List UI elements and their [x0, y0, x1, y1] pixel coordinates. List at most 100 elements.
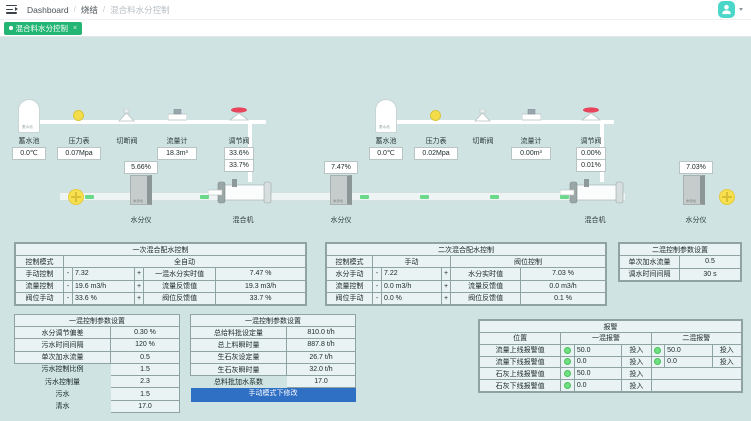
- table-row: 污水控制比例 1.5: [15, 362, 180, 377]
- user-menu[interactable]: [718, 1, 743, 18]
- primary-plus-0[interactable]: +: [133, 267, 145, 281]
- secondary-minus-2[interactable]: -: [372, 291, 382, 306]
- primary-minus-1[interactable]: -: [63, 279, 73, 293]
- breadcrumb-item-current: 混合料水分控制: [110, 4, 170, 15]
- pp-left-label-1: 污水时间间隔: [14, 338, 111, 352]
- device-label-regvalve-2: 调节阀: [580, 138, 602, 145]
- pp-left-label-2: 单次加水流量: [14, 350, 111, 364]
- primary-plus-1[interactable]: +: [133, 279, 145, 293]
- secondary-value-0[interactable]: 7.22: [381, 267, 442, 281]
- primary-value-2[interactable]: 33.6 %: [72, 291, 135, 306]
- secondary-mode-btn-1[interactable]: 流量控制: [326, 279, 373, 293]
- alarm-put-s-1[interactable]: 投入: [711, 355, 743, 369]
- pp-right-value-2[interactable]: 26.7 t/h: [286, 350, 356, 364]
- secondary-plus-1[interactable]: +: [440, 279, 452, 293]
- primary-fb-label-0: 一混水分实时值: [143, 267, 217, 281]
- alarm-put-p-1[interactable]: 投入: [621, 355, 652, 369]
- pp-left-value-0[interactable]: 0.30 %: [110, 325, 180, 340]
- primary-mode-header: 控制模式: [15, 254, 64, 269]
- water-tank-2: 蓄水池: [375, 99, 397, 133]
- secondary-control-title: 二次混合配水控制: [326, 243, 606, 256]
- alarm-empty-2: [650, 367, 743, 381]
- secondary-minus-0[interactable]: -: [372, 267, 382, 281]
- pp-left-value-6[interactable]: 17.0: [110, 399, 180, 414]
- primary-mode-btn-0[interactable]: 手动控制: [15, 267, 64, 281]
- secondary-fb-label-2: 阀位反馈值: [450, 291, 522, 306]
- alarm-title: 报警: [479, 320, 742, 333]
- alarm-value-p-2[interactable]: 50.0: [573, 367, 623, 381]
- pressure-gauge-icon-2: [430, 110, 441, 121]
- alarm-put-p-2[interactable]: 投入: [621, 367, 652, 381]
- tank-tag-1: 蓄水池: [22, 125, 33, 129]
- pp-right-value-0[interactable]: 810.0 t/h: [286, 325, 356, 340]
- pp-right-label-1: 总上料瞬时量: [190, 338, 287, 352]
- alarm-col-secondary: 二混报警: [650, 332, 743, 345]
- secondary-mode-btn-2[interactable]: 阀位手动: [326, 291, 373, 306]
- status-led-icon: [564, 370, 572, 378]
- flowmeter-icon-1: [168, 109, 187, 121]
- table-row: 流量下线报警值 0.0 投入 0.0 投入: [478, 355, 743, 369]
- alarm-label-0: 流量上线报警值: [478, 343, 562, 357]
- primary-params-right-title: 一混控制参数设置: [190, 314, 356, 327]
- alarm-put-p-0[interactable]: 投入: [621, 343, 652, 357]
- breadcrumb-item-section[interactable]: 烧结: [80, 4, 98, 15]
- alarm-put-p-3[interactable]: 投入: [621, 379, 652, 392]
- alarm-value-s-1[interactable]: 0.0: [664, 355, 713, 369]
- secondary-params-panel: 二混控制参数设置 单次加水流量 0.5 调水时间间隔 30 s: [618, 242, 742, 282]
- breadcrumb-separator: /: [102, 5, 106, 14]
- pp-left-value-5[interactable]: 1.5: [110, 387, 180, 401]
- cutoff-valve-icon-2: [474, 109, 491, 122]
- device-label-cutoff-2: 切断阀: [472, 138, 494, 145]
- secondary-mode-btn-0[interactable]: 水分手动: [326, 267, 373, 281]
- secondary-param-value-0[interactable]: 0.5: [679, 255, 741, 269]
- alarm-value-p-1[interactable]: 0.0: [573, 355, 623, 369]
- alarm-empty-3: [650, 379, 743, 392]
- moisture-meter-2-out: 水分仪: [683, 175, 705, 205]
- alarm-value-s-0[interactable]: 50.0: [664, 343, 713, 357]
- tab-moisture-control[interactable]: 混合料水分控制 ×: [4, 21, 83, 35]
- device-label-pressure-1: 压力表: [68, 138, 90, 145]
- secondary-plus-0[interactable]: +: [440, 267, 452, 281]
- primary-plus-2[interactable]: +: [133, 291, 145, 306]
- roller-icon-1: [68, 189, 84, 205]
- pp-right-value-4[interactable]: 17.0: [286, 375, 356, 389]
- pp-left-value-3[interactable]: 1.5: [110, 362, 180, 377]
- secondary-value-2[interactable]: 0.0 %: [381, 291, 442, 306]
- pp-left-value-2[interactable]: 0.5: [110, 350, 180, 364]
- primary-value-1[interactable]: 19.6 m3/h: [72, 279, 135, 293]
- tab-close-icon[interactable]: ×: [73, 24, 78, 32]
- pp-left-value-1[interactable]: 120 %: [110, 338, 180, 352]
- status-led-icon: [564, 358, 572, 366]
- user-avatar-icon[interactable]: [718, 1, 735, 18]
- moisture-meter-2-in: 水分仪: [330, 175, 352, 205]
- primary-value-0[interactable]: 7.32: [72, 267, 135, 281]
- table-row: 单次加水流量 0.5: [14, 350, 180, 364]
- alarm-value-p-3[interactable]: 0.0: [573, 379, 623, 392]
- menu-toggle-icon[interactable]: [6, 5, 18, 14]
- manual-mode-edit-button[interactable]: 手动模式下修改: [190, 388, 356, 402]
- pp-left-label-4: 污水控制量: [45, 378, 80, 386]
- table-row: 污水时间间隔 120 %: [14, 338, 180, 352]
- primary-control-panel: 一次混合配水控制 控制模式 全自动 手动控制 - 7.32 + 一混水分实时值 …: [14, 242, 307, 306]
- primary-mode-btn-2[interactable]: 阀位手动: [15, 291, 64, 306]
- breadcrumb-item-dashboard[interactable]: Dashboard: [27, 4, 69, 15]
- primary-minus-0[interactable]: -: [63, 267, 73, 281]
- alarm-put-s-0[interactable]: 投入: [711, 343, 743, 357]
- secondary-plus-2[interactable]: +: [440, 291, 452, 306]
- secondary-fb-value-0: 7.03 %: [520, 267, 606, 281]
- secondary-minus-1[interactable]: -: [372, 279, 382, 293]
- secondary-value-1[interactable]: 0.0 m3/h: [381, 279, 442, 293]
- device-label-tank-1: 蓄水池: [18, 138, 40, 145]
- chevron-down-icon[interactable]: [739, 8, 743, 11]
- mixer-label-2: 混合机: [584, 217, 606, 224]
- primary-mode-btn-1[interactable]: 流量控制: [15, 279, 64, 293]
- secondary-param-value-1[interactable]: 30 s: [679, 267, 741, 281]
- alarm-value-p-0[interactable]: 50.0: [573, 343, 623, 357]
- pp-right-label-2: 生石灰设定量: [190, 350, 287, 364]
- device-label-pressure-2: 压力表: [425, 138, 447, 145]
- pp-right-value-1: 887.8 t/h: [286, 338, 356, 352]
- pp-left-value-4[interactable]: 2.3: [110, 375, 180, 389]
- moisture-value-2-in: 7.47%: [324, 161, 358, 174]
- primary-minus-2[interactable]: -: [63, 291, 73, 306]
